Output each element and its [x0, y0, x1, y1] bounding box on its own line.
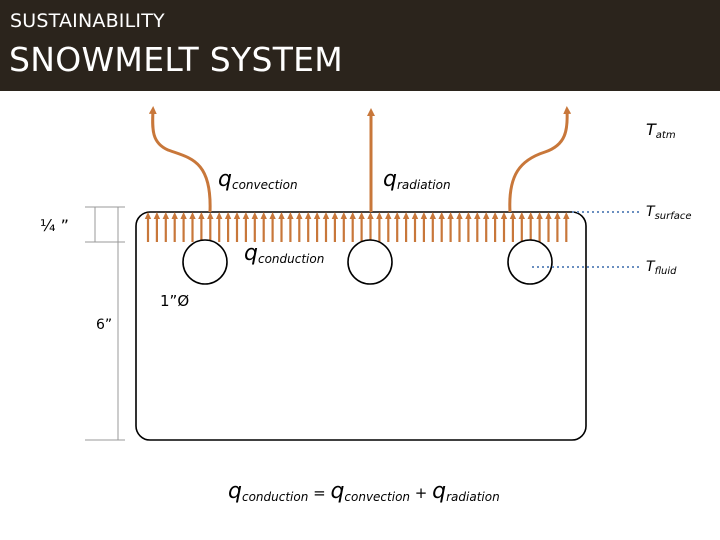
slide-title: SNOWMELT SYSTEM — [9, 40, 344, 79]
flux-arrow-head — [287, 212, 294, 219]
flux-arrow-head — [420, 212, 428, 219]
flux-arrow-head — [171, 212, 178, 219]
flux-arrow-head — [358, 212, 365, 219]
flux-arrow-head — [331, 212, 339, 219]
flux-arrow-head — [144, 212, 152, 219]
six-inch-dimension: 6” — [96, 317, 112, 333]
flux-arrow-head — [233, 212, 241, 219]
flux-arrow-head — [278, 212, 285, 219]
flux-arrow-head — [545, 212, 552, 219]
flux-arrow-head — [474, 212, 481, 219]
flux-arrow-head — [429, 212, 436, 219]
flux-arrow-head — [198, 212, 205, 219]
flux-arrow-head — [483, 212, 490, 219]
quarter-inch-dimension: ¼ ” — [40, 216, 69, 235]
q-convection-label: qconvection — [218, 167, 298, 192]
flux-arrow-head — [527, 212, 534, 219]
flux-arrow-head — [465, 212, 472, 219]
flux-arrow-head — [385, 212, 392, 219]
pipe-center — [347, 239, 393, 285]
q-conduction-label: qconduction — [244, 241, 324, 266]
convection-arrow-left — [148, 106, 212, 213]
flux-arrow-head — [340, 212, 347, 219]
t-fluid-label: Tfluid — [646, 259, 677, 277]
energy-balance-equation: qconduction = qconvection + qradiation — [228, 479, 500, 504]
title-banner: SUSTAINABILITY SNOWMELT SYSTEM — [0, 0, 720, 91]
flux-arrow-head — [376, 212, 383, 219]
flux-arrow-head — [153, 212, 161, 219]
flux-arrow-head — [536, 212, 543, 219]
flux-arrow-head — [554, 212, 561, 219]
flux-arrow-head — [260, 212, 267, 219]
flux-arrow-head — [456, 212, 463, 219]
section-label: SUSTAINABILITY — [10, 10, 165, 32]
flux-arrow-head — [402, 212, 410, 219]
flux-arrow-head — [207, 212, 214, 219]
convection-arrow-right — [508, 106, 572, 213]
pipe-left — [182, 239, 228, 285]
flux-arrow-head — [251, 212, 258, 219]
q-radiation-label: qradiation — [383, 167, 451, 192]
flux-arrow-head — [269, 212, 276, 219]
flux-arrow-head — [242, 212, 250, 219]
flux-arrow-head — [224, 212, 232, 219]
flux-arrow-head — [180, 212, 187, 219]
flux-arrow-head — [162, 212, 169, 219]
flux-arrow-head — [438, 212, 445, 219]
flux-arrow-head — [509, 212, 517, 219]
flux-arrow-head — [411, 212, 419, 219]
flux-arrow-head — [500, 212, 508, 219]
flux-arrow-head — [491, 212, 499, 219]
dimension-lines — [85, 206, 125, 441]
flux-arrow-head — [349, 212, 356, 219]
heat-flux-arrows — [144, 212, 570, 242]
t-atm-label: Tatm — [646, 120, 676, 141]
flux-arrow-head — [305, 212, 312, 219]
flux-arrow-head — [394, 212, 401, 219]
flux-arrow-head — [313, 212, 321, 219]
flux-arrow-head — [447, 212, 454, 219]
pipe-diameter-label: 1”Ø — [160, 292, 189, 310]
flux-arrow-head — [518, 212, 525, 219]
t-surface-label: Tsurface — [646, 204, 692, 222]
pipe-right — [507, 239, 553, 285]
flux-arrow-head — [216, 212, 223, 219]
flux-arrow-head — [296, 212, 303, 219]
flux-arrow-head — [563, 212, 570, 219]
concrete-slab — [135, 211, 587, 441]
flux-arrow-head — [322, 212, 330, 219]
flux-arrow-head — [189, 212, 196, 219]
flux-arrow-head — [367, 212, 374, 219]
